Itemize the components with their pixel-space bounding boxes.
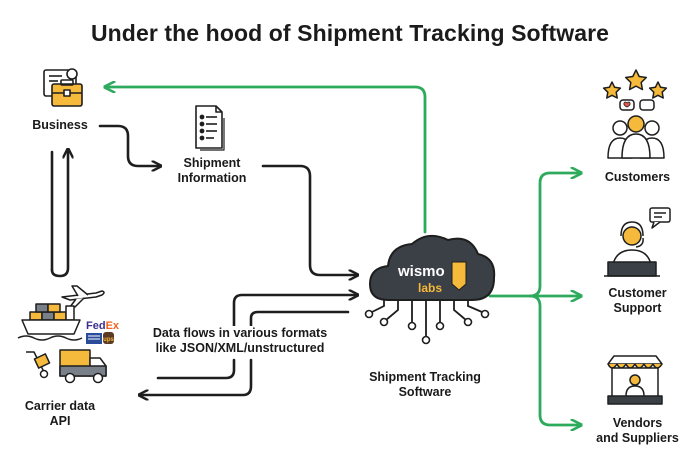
arrow-software-to-carrier-b [140,358,253,395]
software-logo-top: wismo [397,263,445,280]
arrow-software-to-carrier-a [156,358,236,380]
ship-icon [17,303,83,341]
arrow-to-customers [528,173,580,298]
arrow-carrier-to-software-a [232,295,357,352]
document-icon [195,105,225,151]
vendors-label: Vendors and Suppliers [596,416,679,445]
shipment-info-label: Shipment Information [177,156,247,185]
business-label: Business [32,118,88,132]
svg-text:ups: ups [103,337,114,343]
carrier-icon [17,285,107,384]
support-label: Customer Support [608,286,667,315]
arrow-carrier-to-business-head [50,150,68,278]
arrow-business-to-info [98,124,160,166]
support-icon [604,207,671,277]
truck-icon [59,349,107,384]
plane-icon [61,285,105,308]
hand-truck-icon [26,351,51,379]
star-icon [602,69,668,99]
cloud-icon [364,234,496,345]
software-label: Shipment Tracking Software [369,370,481,399]
arrow-software-to-business [106,87,427,234]
carrier-label: Carrier data API [24,399,96,428]
customers-icon [602,69,668,159]
business-icon [43,68,83,107]
flow-note: Data flows in various formats like JSON/… [140,326,340,356]
arrow-info-to-software [261,164,357,275]
vendor-icon [607,355,663,405]
arrow-to-vendors [528,294,580,425]
customers-label: Customers [604,170,671,184]
brand-marks: FedEx ups [86,320,120,344]
arrow-carrier-to-software-b [249,310,350,352]
fedex-logo: FedEx [86,320,120,332]
page-title: Under the hood of Shipment Tracking Soft… [90,20,610,46]
software-logo-bottom: labs [418,281,442,295]
ups-logo [103,332,114,344]
